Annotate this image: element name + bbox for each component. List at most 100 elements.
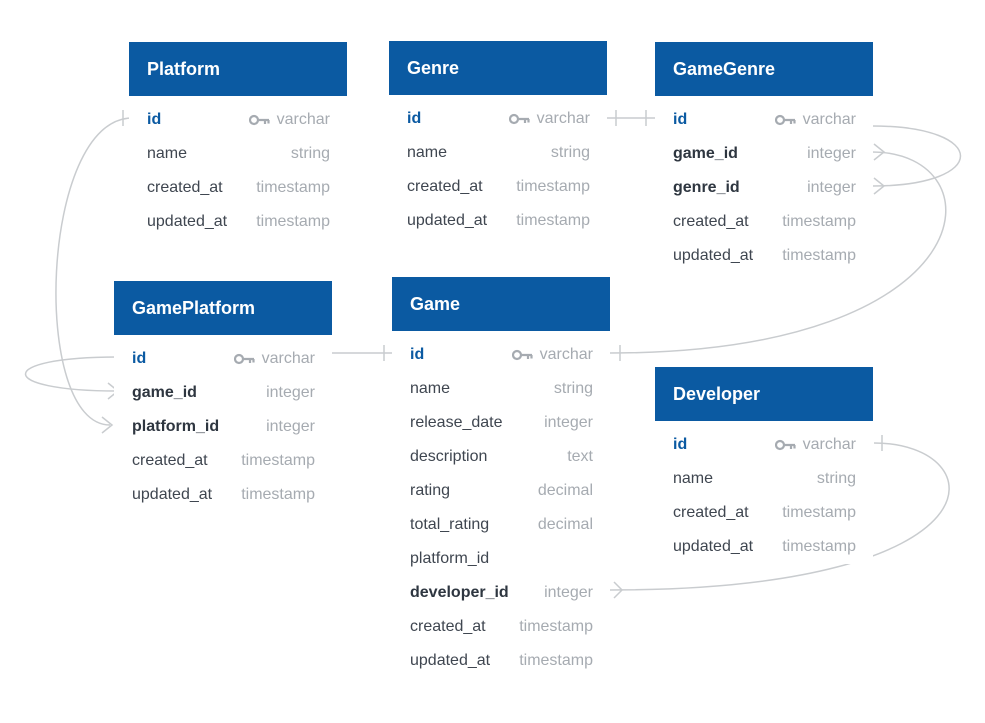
column-type-label: varchar (261, 350, 315, 367)
column-name: updated_at (410, 652, 491, 669)
column-name: id (673, 111, 688, 128)
column-name: created_at (147, 179, 223, 196)
column-name: id (407, 110, 422, 127)
column-type: timestamp (241, 486, 315, 503)
table-header[interactable]: Platform (129, 42, 347, 96)
column-row[interactable]: platform_id (392, 542, 610, 576)
table-header[interactable]: Game (392, 277, 610, 331)
table-title: Game (410, 293, 461, 314)
column-row[interactable]: genre_id integer (655, 171, 873, 205)
column-type: timestamp (256, 213, 330, 230)
column-row[interactable]: created_at timestamp (655, 205, 873, 239)
column-type: varchar (511, 346, 593, 364)
column-name: name (407, 144, 448, 161)
column-type: timestamp (516, 178, 590, 195)
column-type-label: varchar (536, 110, 590, 127)
column-row[interactable]: id varchar (655, 103, 873, 137)
column-name: name (410, 380, 451, 397)
column-type: text (567, 448, 593, 465)
rel-gameplatform-platform-many-marker (101, 416, 114, 434)
column-type: varchar (774, 111, 856, 129)
rel-gamegenre-self-many-marker (873, 177, 886, 195)
column-row[interactable]: updated_at timestamp (392, 644, 610, 678)
column-name: platform_id (132, 418, 220, 435)
column-row[interactable]: name string (655, 462, 873, 496)
table-title: Developer (673, 383, 761, 404)
column-type: integer (807, 179, 856, 196)
column-row[interactable]: developer_id integer (392, 576, 610, 610)
key-icon (774, 114, 797, 126)
table-header[interactable]: Genre (389, 41, 607, 95)
column-type: timestamp (516, 212, 590, 229)
column-type: varchar (508, 110, 590, 128)
column-name: genre_id (673, 179, 740, 196)
key-icon (248, 114, 271, 126)
column-row[interactable]: name string (389, 136, 607, 170)
column-type: integer (544, 584, 593, 601)
column-row[interactable]: id varchar (392, 338, 610, 372)
column-name: created_at (673, 504, 749, 521)
column-type: string (816, 470, 856, 487)
rel-gamegenre-self (871, 125, 962, 187)
column-type-label: varchar (276, 111, 330, 128)
column-type: string (290, 145, 330, 162)
column-type: timestamp (782, 538, 856, 555)
column-row[interactable]: id varchar (114, 342, 332, 376)
rel-gameplatform-self (25, 356, 118, 392)
column-name: created_at (410, 618, 486, 635)
column-type: timestamp (519, 652, 593, 669)
key-icon (511, 349, 534, 361)
column-type: string (550, 144, 590, 161)
column-name: description (410, 448, 488, 465)
table-title: Genre (407, 57, 460, 78)
column-row[interactable]: description text (392, 440, 610, 474)
column-name: developer_id (410, 584, 509, 601)
key-icon (233, 353, 256, 365)
column-name: id (410, 346, 425, 363)
column-row[interactable]: created_at timestamp (655, 496, 873, 530)
column-name: name (673, 470, 714, 487)
table-header[interactable]: GameGenre (655, 42, 873, 96)
column-type: timestamp (241, 452, 315, 469)
column-name: created_at (673, 213, 749, 230)
rel-game-developer-many-marker (613, 581, 624, 599)
table-header[interactable]: GamePlatform (114, 281, 332, 335)
column-type: varchar (248, 111, 330, 129)
column-name: id (132, 350, 147, 367)
rel-gamegenre-game-many-marker (873, 143, 886, 161)
column-row[interactable]: id varchar (389, 102, 607, 136)
column-type: timestamp (782, 213, 856, 230)
table-title: GameGenre (673, 58, 776, 79)
column-type: timestamp (782, 504, 856, 521)
table-header[interactable]: Developer (655, 367, 873, 421)
column-type: integer (266, 384, 315, 401)
